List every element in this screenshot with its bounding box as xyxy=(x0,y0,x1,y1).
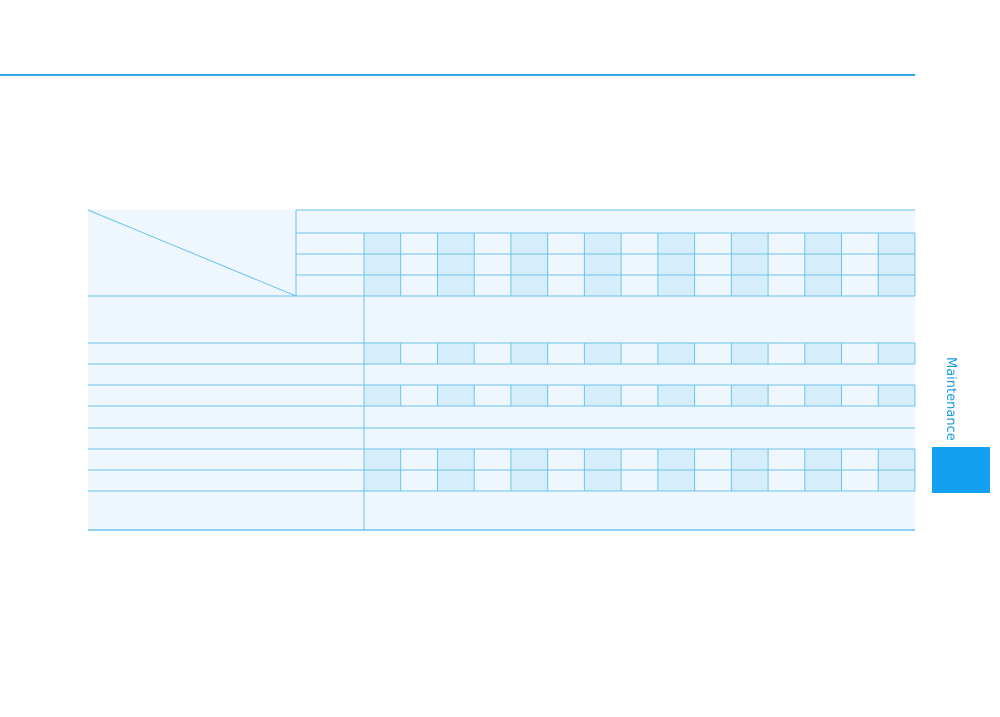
interval-cell xyxy=(437,385,475,406)
interval-cell xyxy=(510,385,548,406)
interval-cell xyxy=(657,449,695,470)
interval-cell xyxy=(364,385,401,406)
interval-cell xyxy=(510,275,548,296)
interval-cell xyxy=(731,470,769,491)
interval-cell xyxy=(731,254,769,275)
interval-cell xyxy=(584,233,622,254)
interval-cell xyxy=(437,449,475,470)
interval-cell xyxy=(364,254,401,275)
interval-cell xyxy=(584,470,622,491)
table-background xyxy=(88,210,915,530)
interval-cell xyxy=(510,254,548,275)
interval-cell xyxy=(878,385,915,406)
interval-cell xyxy=(510,470,548,491)
interval-cell xyxy=(804,343,842,364)
interval-cell xyxy=(437,470,475,491)
interval-cell xyxy=(364,343,401,364)
header-rule xyxy=(0,74,915,76)
interval-cell xyxy=(364,470,401,491)
interval-cell xyxy=(657,254,695,275)
header-diagonal xyxy=(87,209,297,297)
interval-cell xyxy=(510,233,548,254)
interval-cell xyxy=(584,254,622,275)
interval-cell xyxy=(510,449,548,470)
interval-cell xyxy=(731,343,769,364)
interval-cell xyxy=(364,275,401,296)
interval-cell xyxy=(657,470,695,491)
interval-cell xyxy=(657,385,695,406)
interval-cell xyxy=(584,275,622,296)
interval-cell xyxy=(731,449,769,470)
interval-cell xyxy=(878,449,915,470)
interval-cell xyxy=(584,385,622,406)
interval-cell xyxy=(584,343,622,364)
interval-cell xyxy=(437,275,475,296)
interval-cell xyxy=(731,275,769,296)
interval-cell xyxy=(510,343,548,364)
interval-cell xyxy=(804,275,842,296)
interval-cell xyxy=(364,233,401,254)
interval-cell xyxy=(878,470,915,491)
interval-cell xyxy=(804,449,842,470)
interval-cell xyxy=(584,449,622,470)
section-tab-marker xyxy=(932,447,990,493)
interval-cell xyxy=(731,233,769,254)
interval-cell xyxy=(437,233,475,254)
interval-cell xyxy=(804,470,842,491)
interval-cell xyxy=(878,343,915,364)
interval-cell xyxy=(878,275,915,296)
interval-cell xyxy=(804,254,842,275)
interval-cell xyxy=(657,275,695,296)
interval-cell xyxy=(878,233,915,254)
interval-cell xyxy=(804,233,842,254)
section-tab-label: Maintenance xyxy=(943,357,958,441)
interval-cell xyxy=(657,233,695,254)
interval-cell xyxy=(804,385,842,406)
interval-cell xyxy=(731,385,769,406)
interval-cell xyxy=(437,343,475,364)
interval-cell xyxy=(364,449,401,470)
interval-cell xyxy=(657,343,695,364)
interval-cell xyxy=(878,254,915,275)
interval-cell xyxy=(437,254,475,275)
